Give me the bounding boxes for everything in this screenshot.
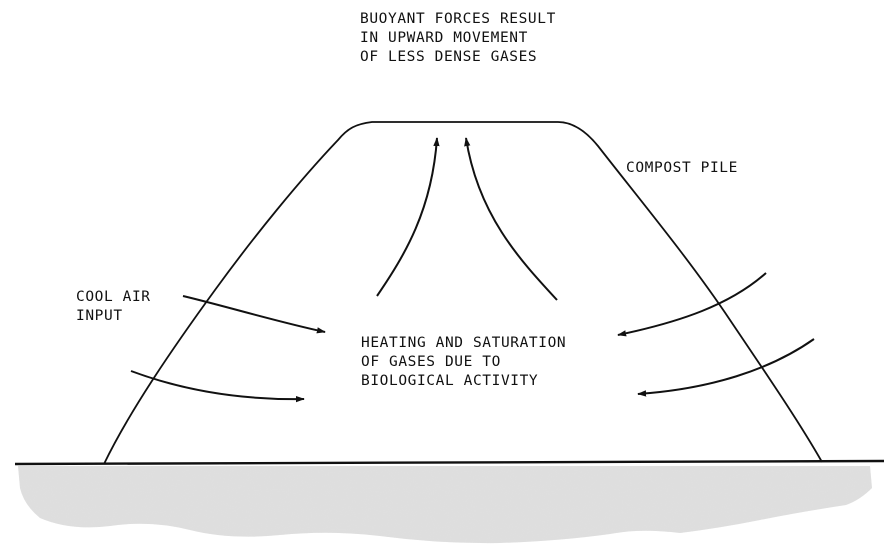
- inflow-arrow-right-lower: [637, 338, 815, 397]
- inflow-arrow-left-upper: [182, 295, 326, 334]
- inflow-arrow-right-upper: [617, 272, 767, 337]
- buoyant-forces-label: BUOYANT FORCES RESULT IN UPWARD MOVEMENT…: [360, 10, 556, 67]
- updraft-arrow-right: [464, 137, 558, 301]
- cool-air-line-2: INPUT: [76, 308, 123, 324]
- cool-air-input-label: COOL AIR INPUT: [76, 288, 151, 326]
- inflow-arrow-left-lower: [130, 370, 305, 403]
- heating-line-3: BIOLOGICAL ACTIVITY: [361, 373, 539, 389]
- buoyant-line-1: BUOYANT FORCES RESULT: [360, 11, 556, 27]
- compost-pile-text: COMPOST PILE: [626, 160, 738, 176]
- updraft-arrow-left: [376, 137, 440, 297]
- heating-saturation-label: HEATING AND SATURATION OF GASES DUE TO B…: [361, 334, 566, 391]
- heating-line-2: OF GASES DUE TO: [361, 354, 501, 370]
- ground-soil: [18, 466, 872, 544]
- cool-air-line-1: COOL AIR: [76, 289, 151, 305]
- ground-line: [14, 459, 885, 466]
- heating-line-1: HEATING AND SATURATION: [361, 335, 567, 351]
- compost-pile-outline: [103, 121, 823, 465]
- buoyant-line-3: OF LESS DENSE GASES: [360, 49, 538, 65]
- compost-pile-label: COMPOST PILE: [626, 159, 738, 178]
- buoyant-line-2: IN UPWARD MOVEMENT: [360, 30, 528, 46]
